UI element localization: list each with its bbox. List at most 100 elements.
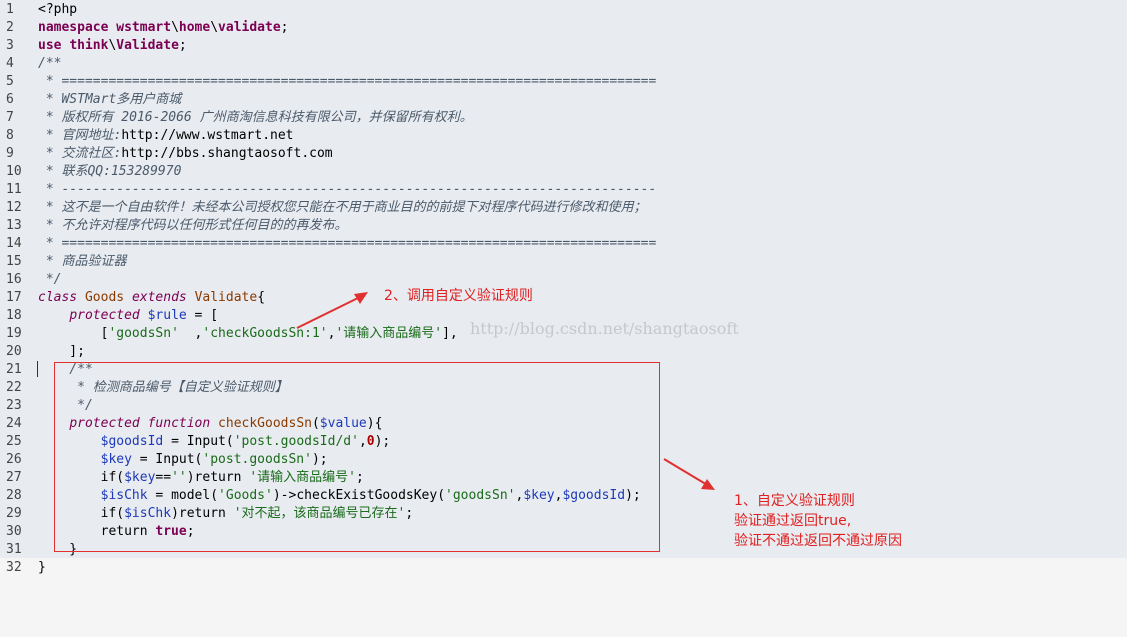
code-token: $value [319,416,367,431]
code-token: Validate [194,290,258,305]
arrow-to-rule-icon [296,292,368,329]
code-token: $key [100,452,132,467]
code-token: validate [218,20,281,35]
code-token: ); [374,434,391,449]
code-token: $key [124,470,156,485]
code-token: ; [186,524,195,539]
code-line[interactable]: */ [38,271,62,289]
code-token: class [38,290,78,305]
code-line[interactable]: class Goods extends Validate{ [38,289,265,307]
code-token: '请输入商品编号' [335,326,443,341]
code-area[interactable]: <?php namespace wstmart\home\validate;use… [38,0,1123,575]
code-line[interactable]: $goodsId = Input('post.goodsId/d',0); [38,433,391,451]
code-line[interactable]: * 检测商品编号【自定义验证规则】 [38,379,288,397]
code-line[interactable]: */ [38,397,93,415]
line-number: 12 [6,200,22,215]
code-token: ){ [366,416,383,431]
line-number: 29 [6,506,22,521]
code-token: ; [356,470,364,485]
line-number: 23 [6,398,22,413]
arrow-to-definition-icon [663,458,715,490]
code-token: if( [38,506,125,521]
code-token: $rule [147,308,187,323]
code-token: */ [38,398,93,413]
code-token: 'goodsSn' [108,326,179,341]
code-line[interactable]: ]; [38,343,85,361]
code-token: protected [69,416,140,431]
code-line[interactable]: * 联系QQ:153289970 [38,163,182,181]
code-token: '' [171,470,187,485]
line-number: 13 [6,218,22,233]
watermark: http://blog.csdn.net/shangtaosoft [470,319,739,338]
line-number: 32 [6,560,22,575]
code-token: * 这不是一个自由软件！未经本公司授权您只能在不用于商业目的的前提下对程序代码进… [38,200,647,215]
code-token: /** [38,362,93,377]
code-token: Goods [84,290,125,305]
line-number: 11 [6,182,22,197]
code-line[interactable]: * WSTMart多用户商城 [38,91,181,109]
code-line[interactable]: ['goodsSn' ,'checkGoodsSn:1','请输入商品编号'], [38,325,458,343]
code-line[interactable]: $isChk = model('Goods')->checkExistGoods… [38,487,641,505]
code-line[interactable]: protected $rule = [ [38,307,218,325]
annotation-call-rule: 2、调用自定义验证规则 [384,288,533,304]
code-line[interactable]: * 不允许对程序代码以任何形式任何目的的再发布。 [38,217,348,235]
code-line[interactable]: <?php [38,1,77,19]
code-line[interactable]: use think\Validate; [38,37,187,55]
code-line[interactable]: /** [38,361,93,379]
code-token: } [38,560,46,575]
code-token: )return [186,470,250,485]
line-number: 21 [6,362,22,377]
line-number: 27 [6,470,22,485]
code-line[interactable]: * 这不是一个自由软件！未经本公司授权您只能在不用于商业目的的前提下对程序代码进… [38,199,647,217]
code-token: == [155,470,172,485]
line-number: 24 [6,416,22,431]
code-line[interactable]: * 官网地址:http://www.wstmart.net [38,127,294,145]
code-token: } [38,542,78,557]
line-number: 19 [6,326,22,341]
code-token: ; [280,20,289,35]
code-token: ]; [38,344,85,359]
code-line[interactable]: } [38,541,77,559]
code-line[interactable]: /** [38,55,61,73]
code-line[interactable]: return true; [38,523,195,541]
line-number: 31 [6,542,22,557]
line-number: 14 [6,236,22,251]
code-token: * 版权所有 2016-2066 广州商淘信息科技有限公司，并保留所有权利。 [38,110,473,125]
line-number: 16 [6,272,22,287]
code-token: * 不允许对程序代码以任何形式任何目的的再发布。 [38,218,348,233]
code-line[interactable]: * 商品验证器 [38,253,127,271]
code-token: , [554,488,563,503]
code-token: * 官网地址: [38,128,122,143]
code-token: 0 [366,434,375,449]
code-line[interactable]: if($key=='')return '请输入商品编号'; [38,469,364,487]
code-token: , [327,326,336,341]
code-line[interactable]: $key = Input('post.goodsSn'); [38,451,328,469]
code-token: = [ [186,308,219,323]
code-token: function [147,416,211,431]
code-line[interactable]: protected function checkGoodsSn($value){ [38,415,382,433]
code-token: * --------------------------------------… [38,182,657,197]
code-line[interactable]: * ======================================… [38,73,657,91]
code-line[interactable]: * ======================================… [38,235,657,253]
code-token: home [178,20,211,35]
code-line[interactable]: * 版权所有 2016-2066 广州商淘信息科技有限公司，并保留所有权利。 [38,109,473,127]
line-number: 25 [6,434,22,449]
code-token: = model( [147,488,219,503]
code-token: <?php [38,2,78,17]
code-line[interactable]: } [38,559,46,577]
line-number: 18 [6,308,22,323]
code-line[interactable]: * --------------------------------------… [38,181,657,199]
code-token: ( [311,416,320,431]
code-token: checkGoodsSn [218,416,312,431]
code-token: * 商品验证器 [38,254,127,269]
code-line[interactable]: * 交流社区:http://bbs.shangtaosoft.com [38,145,333,163]
code-token: think [69,38,109,53]
code-token: \ [108,38,117,53]
code-line[interactable]: if($isChk)return '对不起，该商品编号已存在'; [38,505,414,523]
code-token: return [38,524,156,539]
line-number: 10 [6,164,22,179]
code-line[interactable]: namespace wstmart\home\validate; [38,19,289,37]
code-token: = Input( [163,434,234,449]
line-number: 1 [6,2,14,17]
